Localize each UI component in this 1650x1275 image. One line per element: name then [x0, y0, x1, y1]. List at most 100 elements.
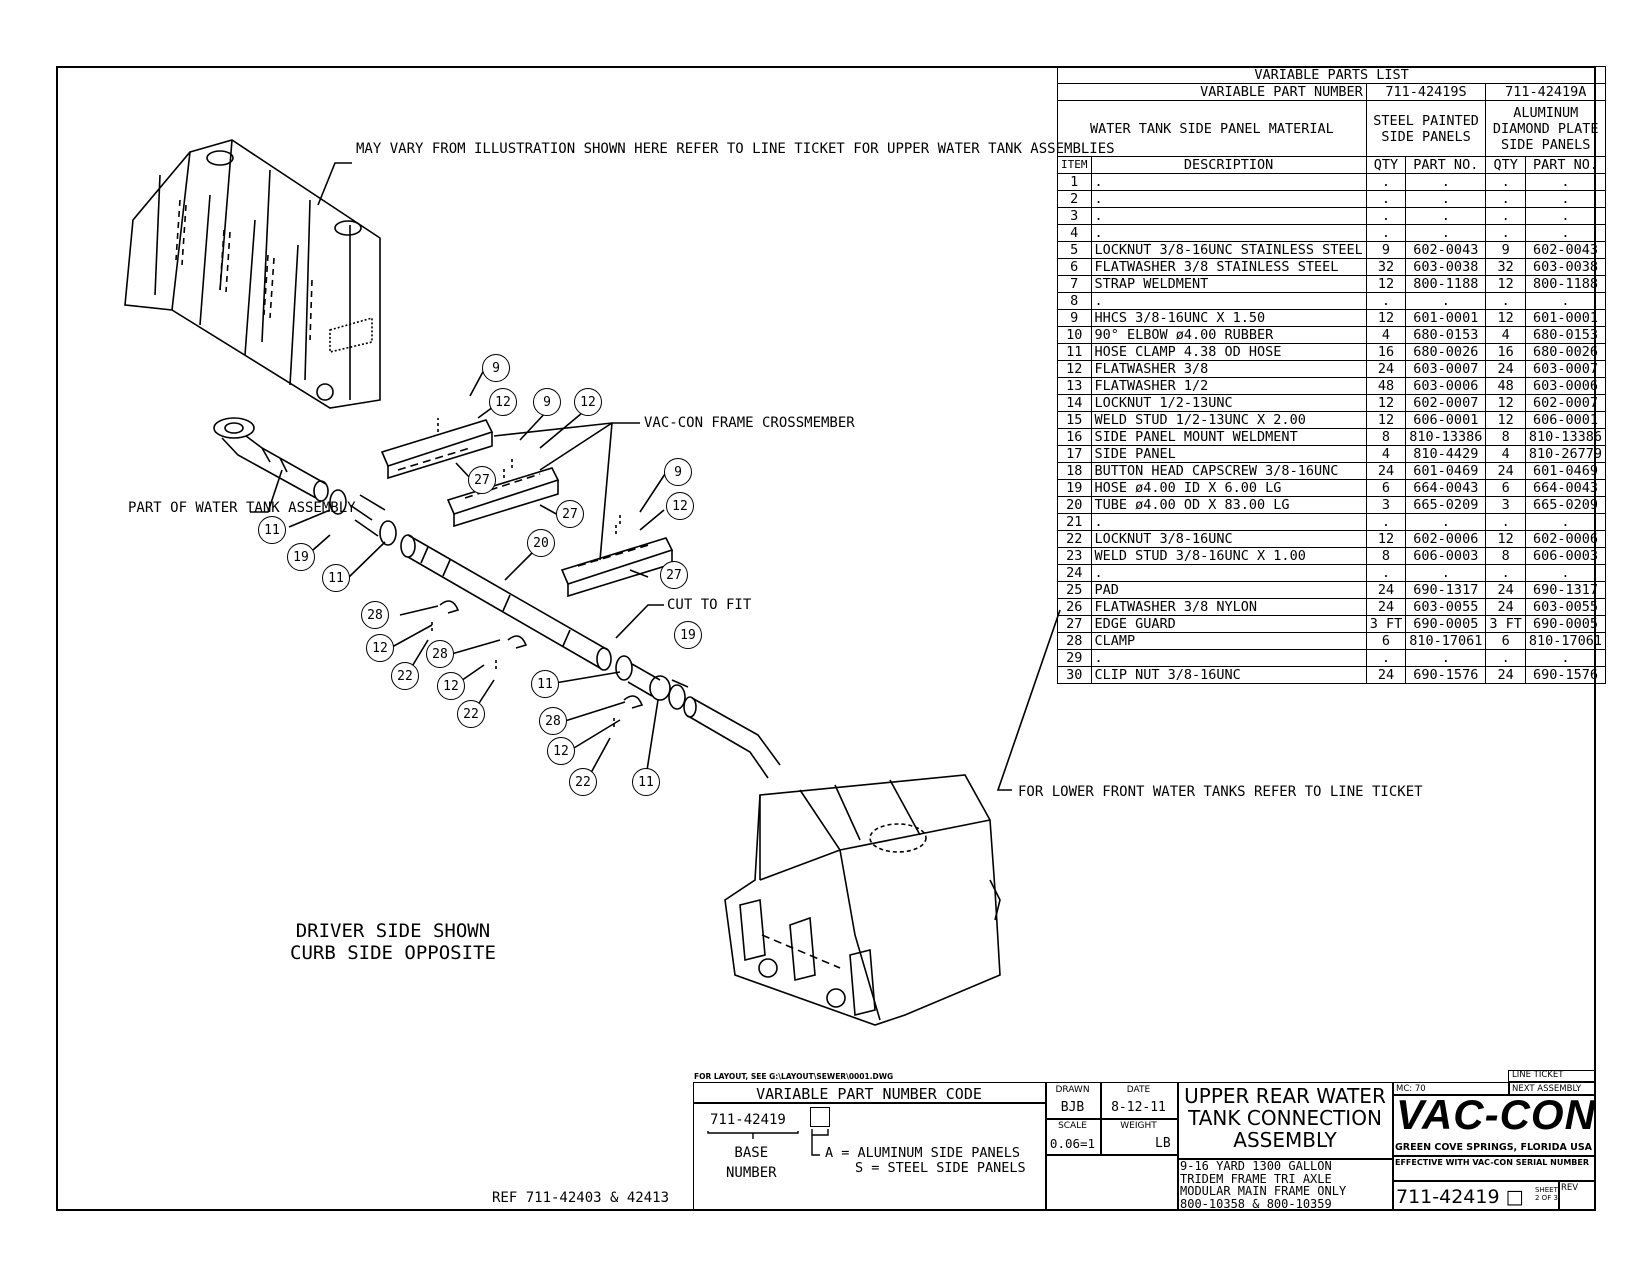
item-description: . [1090, 292, 1367, 310]
part-no-steel: 680-0026 [1405, 343, 1487, 361]
item-number: 21 [1057, 513, 1092, 531]
variable-parts-list: VARIABLE PARTS LIST VARIABLE PART NUMBER… [1056, 66, 1607, 684]
part-no-aluminum: 602-0006 [1524, 530, 1607, 548]
qty-steel: 12 [1365, 394, 1407, 412]
item-description: FLATWASHER 1/2 [1090, 377, 1367, 395]
qty-steel: . [1365, 649, 1407, 667]
item-number: 12 [1057, 360, 1092, 378]
weight-label: WEIGHT [1120, 1121, 1157, 1131]
item-callout: 22 [391, 662, 419, 690]
part-no-steel: . [1405, 292, 1487, 310]
variant-a-material: STEEL PAINTED SIDE PANELS [1365, 100, 1487, 157]
upper-tank-note: MAY VARY FROM ILLUSTRATION SHOWN HERE RE… [356, 141, 1115, 157]
item-number: 13 [1057, 377, 1092, 395]
layout-path-note: FOR LAYOUT, SEE G:\LAYOUT\SEWER\0001.DWG [694, 1072, 894, 1081]
qty-aluminum: . [1485, 649, 1526, 667]
qty-aluminum: 4 [1485, 445, 1526, 463]
item-callout: 19 [287, 543, 315, 571]
item-callout: 19 [674, 621, 702, 649]
base-part-number: 711-42419 [710, 1112, 786, 1128]
qty-steel: 8 [1365, 428, 1407, 446]
parts-row: 3..... [1057, 207, 1607, 225]
item-description: STRAP WELDMENT [1090, 275, 1367, 293]
item-description: FLATWASHER 3/8 [1090, 360, 1367, 378]
item-callout: 11 [632, 768, 660, 796]
part-no-steel: 810-13386 [1405, 428, 1487, 446]
qty-steel: . [1365, 207, 1407, 225]
item-number: 10 [1057, 326, 1092, 344]
date-label: DATE [1126, 1085, 1151, 1095]
part-no-aluminum: 606-0003 [1524, 547, 1607, 565]
code-a-desc: A = ALUMINUM SIDE PANELS [825, 1145, 1021, 1161]
item-callout: 12 [366, 634, 394, 662]
item-description: 90° ELBOW ø4.00 RUBBER [1090, 326, 1367, 344]
drawing-subtitle: 9-16 YARD 1300 GALLON TRIDEM FRAME TRI A… [1180, 1159, 1347, 1211]
part-no-steel: 664-0043 [1405, 479, 1487, 497]
qty-steel: . [1365, 564, 1407, 582]
part-no-steel: 665-0209 [1405, 496, 1487, 514]
part-no-aluminum: 800-1188 [1524, 275, 1607, 293]
part-no-aluminum: 603-0038 [1524, 258, 1607, 276]
item-description: . [1090, 190, 1367, 208]
parts-row: 21..... [1057, 513, 1607, 531]
item-callout: 12 [547, 737, 575, 765]
qty-aluminum: 24 [1485, 598, 1526, 616]
item-callout: 22 [457, 700, 485, 728]
qty-aluminum: 24 [1485, 666, 1526, 684]
header-qty-b: QTY [1485, 156, 1526, 174]
line-ticket-label: LINE TICKET [1512, 1070, 1564, 1080]
part-no-aluminum: 690-1576 [1524, 666, 1607, 684]
item-number: 29 [1057, 649, 1092, 667]
item-description: HOSE CLAMP 4.38 OD HOSE [1090, 343, 1367, 361]
item-description: CLIP NUT 3/8-16UNC [1090, 666, 1367, 684]
qty-steel: . [1365, 190, 1407, 208]
qty-steel: . [1365, 224, 1407, 242]
qty-aluminum: 48 [1485, 377, 1526, 395]
lower-water-tank [724, 774, 1001, 1026]
item-description: CLAMP [1090, 632, 1367, 650]
qty-aluminum: 8 [1485, 547, 1526, 565]
variant-b-pn: 711-42419A [1485, 83, 1607, 101]
parts-row: 1..... [1057, 173, 1607, 191]
item-description: BUTTON HEAD CAPSCREW 3/8-16UNC [1090, 462, 1367, 480]
item-number: 27 [1057, 615, 1092, 633]
vpn-label: VARIABLE PART NUMBER [1057, 83, 1367, 101]
drawing-title: UPPER REAR WATER TANK CONNECTION ASSEMBL… [1184, 1084, 1386, 1152]
item-number: 25 [1057, 581, 1092, 599]
qty-steel: 24 [1365, 598, 1407, 616]
header-description: DESCRIPTION [1090, 156, 1367, 174]
item-number: 18 [1057, 462, 1092, 480]
item-description: WELD STUD 1/2-13UNC X 2.00 [1090, 411, 1367, 429]
parts-row: 29..... [1057, 649, 1607, 667]
qty-steel: 48 [1365, 377, 1407, 395]
part-no-steel: 690-1576 [1405, 666, 1487, 684]
part-no-aluminum: 601-0469 [1524, 462, 1607, 480]
item-number: 26 [1057, 598, 1092, 616]
parts-row: 8..... [1057, 292, 1607, 310]
part-no-aluminum: 665-0209 [1524, 496, 1607, 514]
item-description: . [1090, 173, 1367, 191]
drawing-number: 711-42419 □ [1396, 1186, 1524, 1208]
drawn-value: BJB [1060, 1100, 1085, 1115]
part-no-steel: 602-0043 [1405, 241, 1487, 259]
parts-row: 24..... [1057, 564, 1607, 582]
part-no-aluminum: 810-13386 [1524, 428, 1607, 446]
qty-aluminum: 12 [1485, 275, 1526, 293]
part-no-aluminum: . [1524, 190, 1607, 208]
next-assembly-label: NEXT ASSEMBLY [1512, 1084, 1582, 1094]
frame-crossmember [380, 419, 674, 598]
scale-value: 0.06=1 [1049, 1136, 1096, 1151]
part-no-steel: 601-0469 [1405, 462, 1487, 480]
parts-row: 4..... [1057, 224, 1607, 242]
qty-steel: 24 [1365, 581, 1407, 599]
item-number: 14 [1057, 394, 1092, 412]
